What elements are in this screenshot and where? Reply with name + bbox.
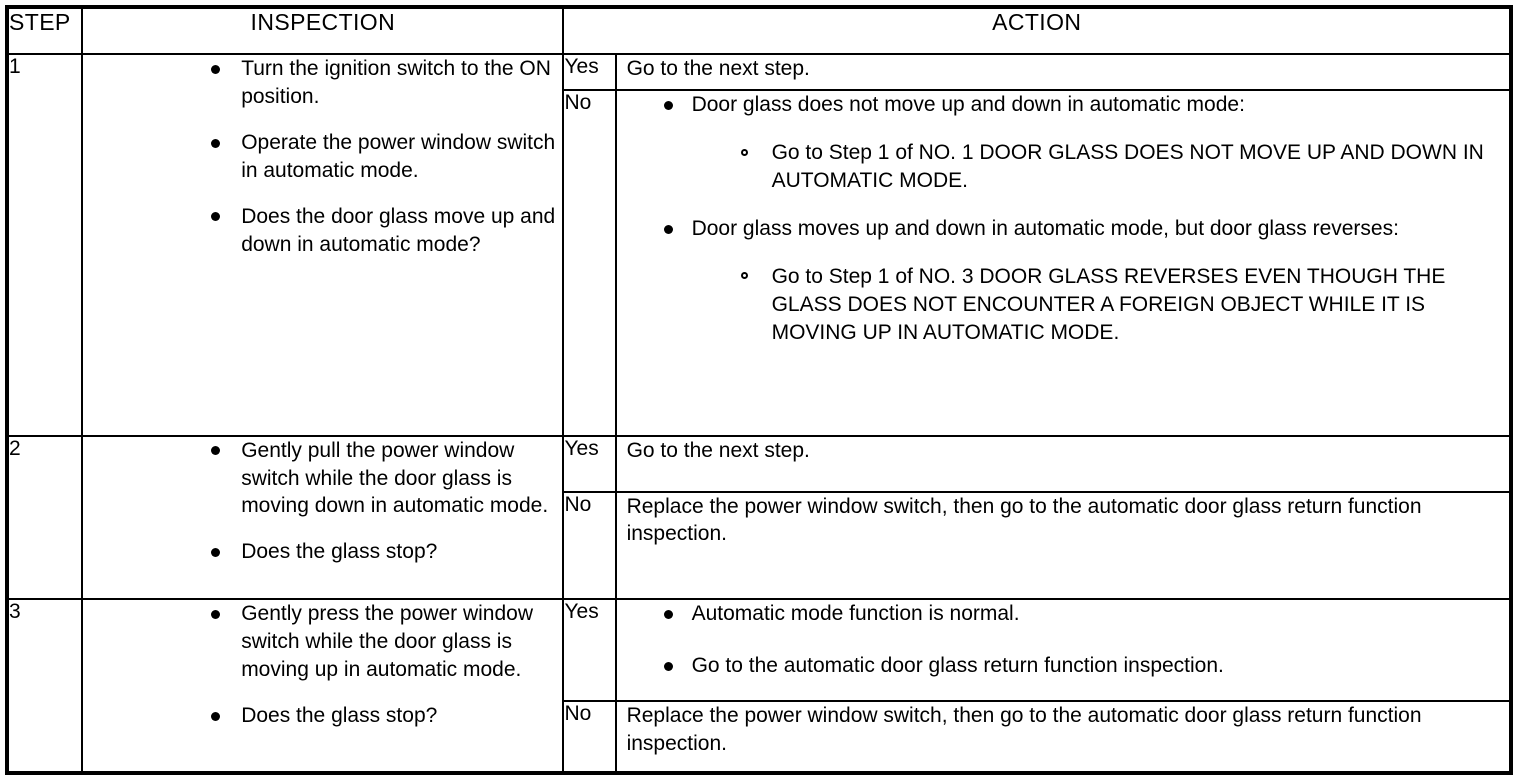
list-item-text: Door glass does not move up and down in … xyxy=(691,93,1245,117)
table-row: No Replace the power window switch, then… xyxy=(7,490,1513,601)
inspection-cell: Gently pull the power window switch whil… xyxy=(81,434,565,601)
list-item-text: Go to the automatic door glass return fu… xyxy=(691,654,1224,678)
table-row: 3 Gently press the power window switch w… xyxy=(5,598,1513,774)
table-row: 2 Gently pull the power window switch wh… xyxy=(5,434,1513,601)
bullet-filled-icon xyxy=(211,64,221,74)
bullet-hollow-icon xyxy=(740,272,748,280)
list-item: Gently press the power window switch whi… xyxy=(83,600,562,684)
inspection-action-table: STEP INSPECTION ACTION 1 Turn the igniti… xyxy=(5,5,1513,775)
step-number: 2 xyxy=(5,434,84,601)
bullet-filled-icon xyxy=(211,711,221,721)
header-row: STEP INSPECTION ACTION xyxy=(5,6,1512,55)
list-item: Turn the ignition switch to the ON posit… xyxy=(83,55,562,111)
list-item-text: Go to Step 1 of NO. 3 DOOR GLASS REVERSE… xyxy=(771,265,1446,344)
action-cell: Door glass does not move up and down in … xyxy=(614,89,1513,437)
bullet-hollow-icon xyxy=(740,148,748,156)
list-item-text: Does the glass stop? xyxy=(241,540,438,564)
list-item: Door glass does not move up and down in … xyxy=(617,91,1509,119)
bullet-filled-icon xyxy=(663,662,673,672)
bullet-filled-icon xyxy=(663,101,673,111)
result-label-no: No xyxy=(562,700,617,774)
inspection-cell: Gently press the power window switch whi… xyxy=(81,598,565,774)
action-list: Door glass does not move up and down in … xyxy=(617,91,1509,346)
inspection-cell: Turn the ignition switch to the ON posit… xyxy=(81,53,565,437)
table-row: 1 Turn the ignition switch to the ON pos… xyxy=(5,52,1513,437)
list-item: Go to Step 1 of NO. 1 DOOR GLASS DOES NO… xyxy=(617,139,1509,195)
list-item: Does the glass stop? xyxy=(83,538,562,566)
bullet-filled-icon xyxy=(211,212,221,222)
list-item-text: Does the glass stop? xyxy=(241,704,438,728)
list-item-text: Gently pull the power window switch whil… xyxy=(241,438,549,518)
result-label-yes: Yes xyxy=(562,598,617,703)
bullet-filled-icon xyxy=(211,446,221,456)
action-text: Go to the next step. xyxy=(614,52,1513,92)
list-item-text: Does the door glass move up and down in … xyxy=(241,204,556,256)
list-item-text: Go to Step 1 of NO. 1 DOOR GLASS DOES NO… xyxy=(771,141,1484,193)
list-item: Door glass moves up and down in automati… xyxy=(617,215,1509,243)
list-item-text: Door glass moves up and down in automati… xyxy=(691,217,1399,241)
result-label-yes: Yes xyxy=(562,434,617,493)
step-number: 3 xyxy=(5,598,84,774)
bullet-filled-icon xyxy=(211,138,221,148)
list-item: Operate the power window switch in autom… xyxy=(83,129,562,185)
bullet-filled-icon xyxy=(211,610,221,620)
result-label-yes: Yes xyxy=(562,52,617,92)
header-inspection: INSPECTION xyxy=(81,6,565,55)
list-item-text: Operate the power window switch in autom… xyxy=(241,130,556,182)
result-label-no: No xyxy=(562,490,617,601)
table-row: No Door glass does not move up and down … xyxy=(7,89,1513,437)
list-item: Go to Step 1 of NO. 3 DOOR GLASS REVERSE… xyxy=(617,263,1509,347)
list-item: Does the glass stop? xyxy=(83,702,562,730)
table-header: STEP INSPECTION ACTION xyxy=(5,6,1512,55)
action-cell: Automatic mode function is normal. Go to… xyxy=(614,598,1513,703)
action-list: Automatic mode function is normal. Go to… xyxy=(617,600,1509,680)
inspection-list: Gently press the power window switch whi… xyxy=(83,600,562,730)
list-item: Gently pull the power window switch whil… xyxy=(83,437,562,521)
list-item-text: Turn the ignition switch to the ON posit… xyxy=(241,57,551,108)
header-step: STEP xyxy=(5,6,84,55)
action-text: Replace the power window switch, then go… xyxy=(614,490,1513,601)
inspection-list: Turn the ignition switch to the ON posit… xyxy=(83,55,562,259)
list-item-text: Automatic mode function is normal. xyxy=(691,602,1020,626)
table-row: No Replace the power window switch, then… xyxy=(7,700,1513,774)
list-item: Does the door glass move up and down in … xyxy=(83,203,562,259)
inspection-list: Gently pull the power window switch whil… xyxy=(83,437,562,567)
list-item: Automatic mode function is normal. xyxy=(617,600,1509,628)
header-action: ACTION xyxy=(562,6,1512,55)
bullet-filled-icon xyxy=(663,610,673,620)
action-text: Go to the next step. xyxy=(614,434,1513,493)
action-text: Replace the power window switch, then go… xyxy=(614,700,1513,774)
table-body: 1 Turn the ignition switch to the ON pos… xyxy=(5,52,1513,774)
result-label-no: No xyxy=(562,89,617,437)
bullet-filled-icon xyxy=(663,224,673,234)
list-item: Go to the automatic door glass return fu… xyxy=(617,652,1509,680)
bullet-filled-icon xyxy=(211,548,221,558)
list-item-text: Gently press the power window switch whi… xyxy=(241,602,533,682)
step-number: 1 xyxy=(5,53,84,437)
